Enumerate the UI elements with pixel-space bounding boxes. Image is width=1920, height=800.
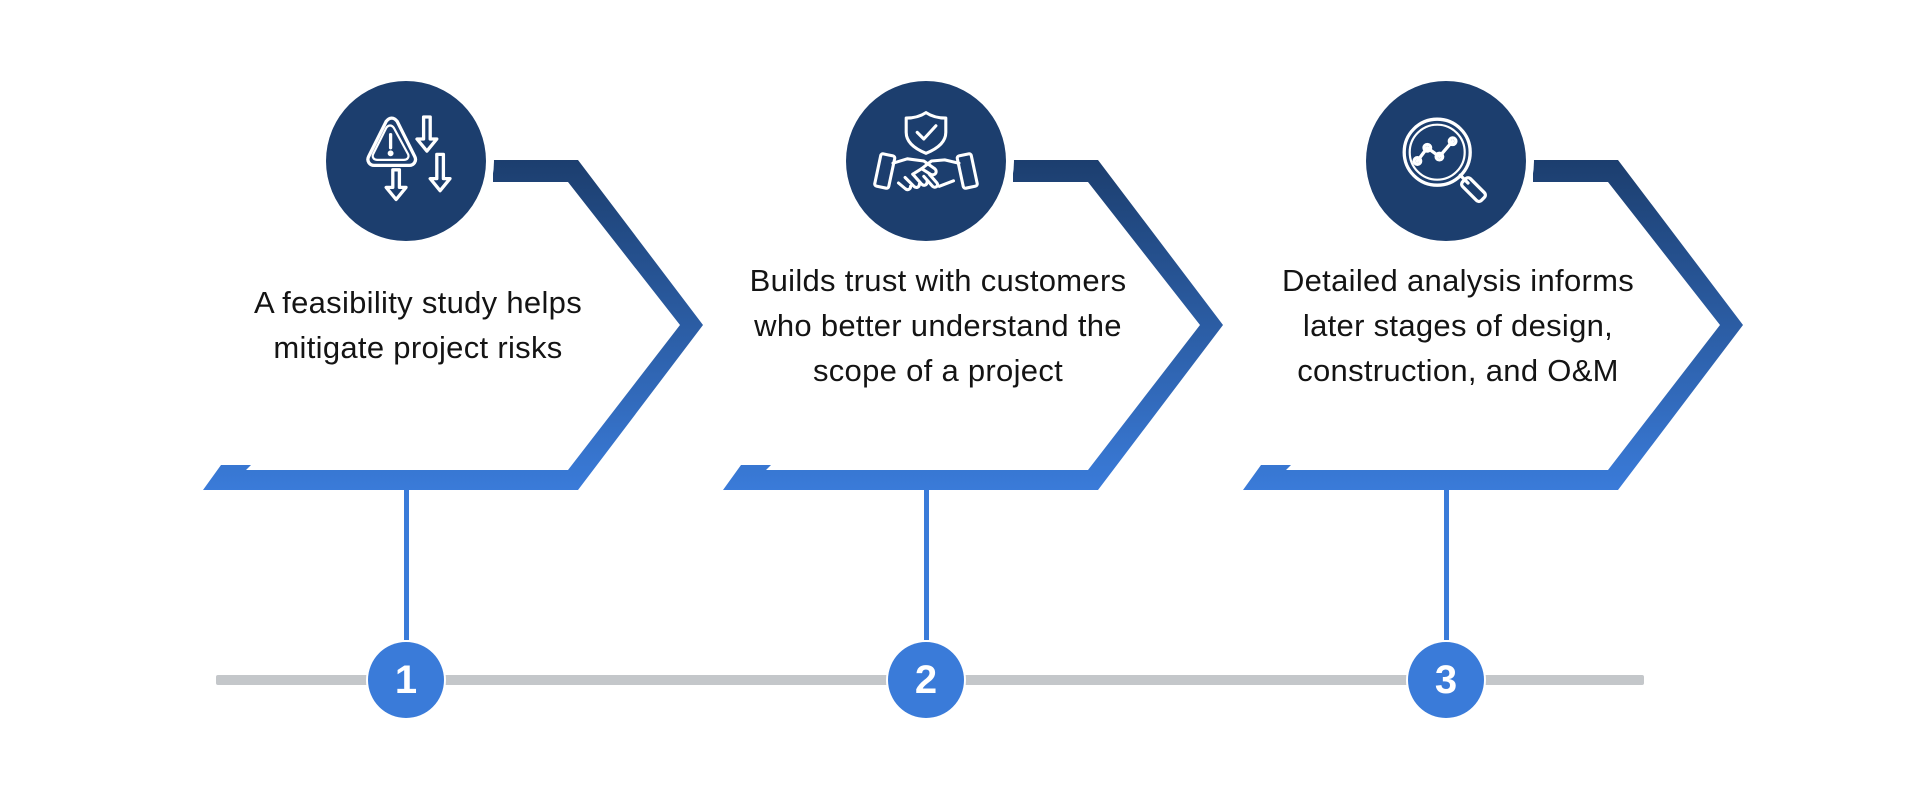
handshake-shield-icon <box>873 111 979 192</box>
step-1-number: 1 <box>368 642 444 718</box>
step-1-stem <box>404 490 409 640</box>
step-3-text: Detailed analysis informs later stages o… <box>1281 263 1635 388</box>
step-3: Detailed analysis informs later stages o… <box>1243 0 1803 800</box>
risk-warning-arrows-down-icon <box>366 115 452 202</box>
step-3-number: 3 <box>1408 642 1484 718</box>
step-2-text: Builds trust with customers who better u… <box>749 263 1127 388</box>
step-3-icon-badge <box>1358 73 1534 249</box>
step-2-stem <box>924 490 929 640</box>
magnifier-analytics-icon <box>1402 117 1488 204</box>
step-1-icon-badge <box>318 73 494 249</box>
step-2-number-badge: 2 <box>886 640 966 720</box>
step-2-icon-badge <box>838 73 1014 249</box>
step-1: A feasibility study helps mitigate proje… <box>203 0 763 800</box>
step-3-stem <box>1444 490 1449 640</box>
step-1-text: A feasibility study helps mitigate proje… <box>253 285 582 365</box>
step-3-number-badge: 3 <box>1406 640 1486 720</box>
step-2: Builds trust with customers who better u… <box>723 0 1283 800</box>
step-2-number: 2 <box>888 642 964 718</box>
step-1-number-badge: 1 <box>366 640 446 720</box>
